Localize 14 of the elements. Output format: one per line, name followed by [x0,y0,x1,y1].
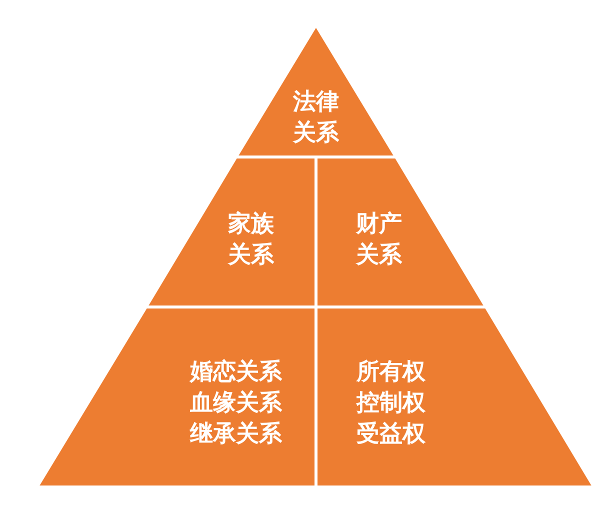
pyramid-tier [316,307,594,487]
pyramid-tier [236,25,396,157]
pyramid-tier [37,307,316,487]
tier-label: 婚恋关系 [188,358,283,387]
tier-label: 血缘关系 [189,389,283,418]
tier-label: 控制权 [355,389,427,418]
tier-label: 家族关系 [226,210,275,270]
pyramid-tier [146,157,316,307]
tier-label: 财产关系 [354,210,403,270]
tier-label: 受益权 [356,420,427,449]
tier-label: 法律关系 [292,88,340,148]
tier-label: 所有权 [355,358,427,387]
tier-label: 继承关系 [188,420,283,449]
pyramid-tier [316,157,486,307]
